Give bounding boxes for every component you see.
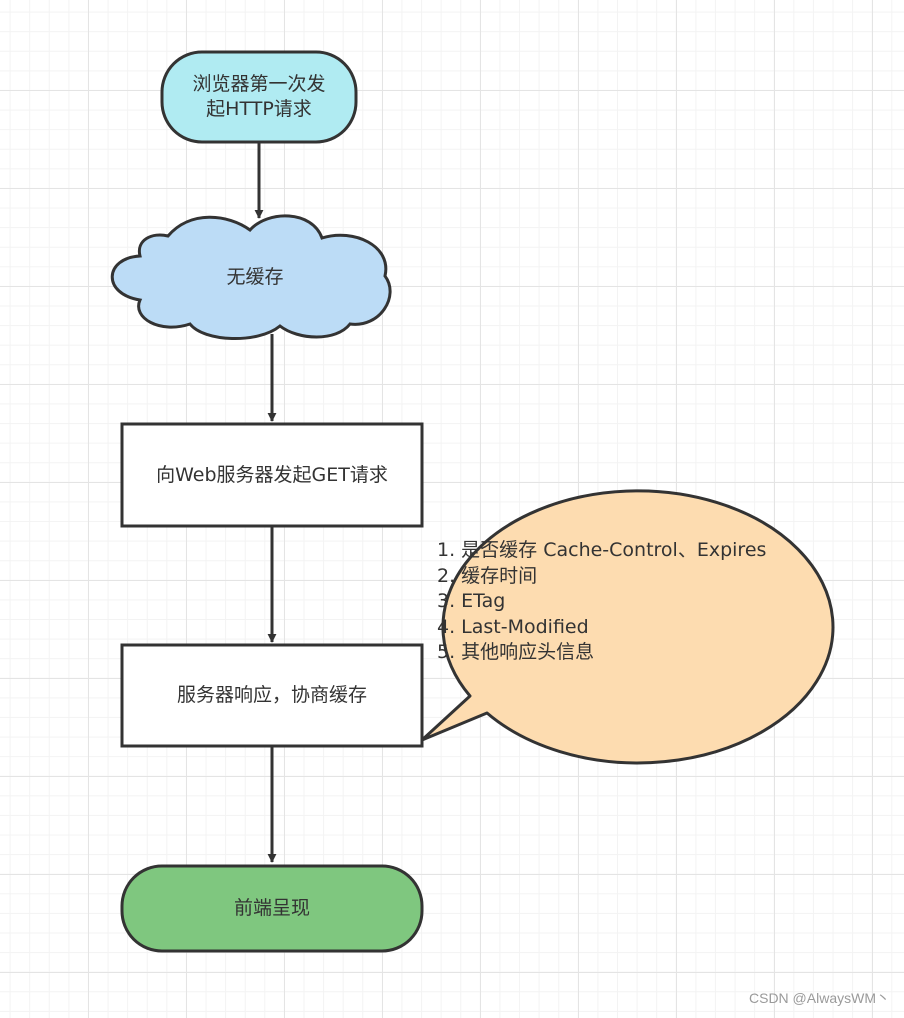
callout-item: 3. ETag: [437, 590, 506, 613]
start-terminator-shape[interactable]: [160, 50, 358, 144]
callout-item: 4. Last-Modified: [437, 615, 589, 638]
no-cache-cloud-shape[interactable]: [110, 214, 392, 341]
start-label-line1: 浏览器第一次发: [192, 73, 326, 95]
start-node-label: 浏览器第一次发 起HTTP请求: [162, 52, 356, 142]
callout-list: 1. 是否缓存 Cache-Control、Expires 2. 缓存时间 3.…: [437, 538, 817, 666]
watermark-text: CSDN @AlwaysWM丶: [749, 990, 890, 1006]
get-request-process-shape[interactable]: [120, 422, 424, 528]
callout-item: 5. 其他响应头信息: [437, 641, 595, 664]
no-cache-node-label: 无缓存: [226, 265, 284, 288]
server-response-node-label: 服务器响应，协商缓存: [176, 684, 367, 706]
start-label-line2: 起HTTP请求: [206, 98, 312, 120]
callout-item: 1. 是否缓存 Cache-Control、Expires: [437, 539, 767, 561]
callout-item: 2. 缓存时间: [437, 564, 538, 587]
render-terminator-shape[interactable]: [120, 864, 424, 953]
server-response-process-shape[interactable]: [120, 643, 424, 748]
callout-bubble-shape[interactable]: [420, 489, 835, 765]
render-node-label: 前端呈现: [233, 897, 310, 919]
get-request-node-label: 向Web服务器发起GET请求: [156, 463, 388, 486]
